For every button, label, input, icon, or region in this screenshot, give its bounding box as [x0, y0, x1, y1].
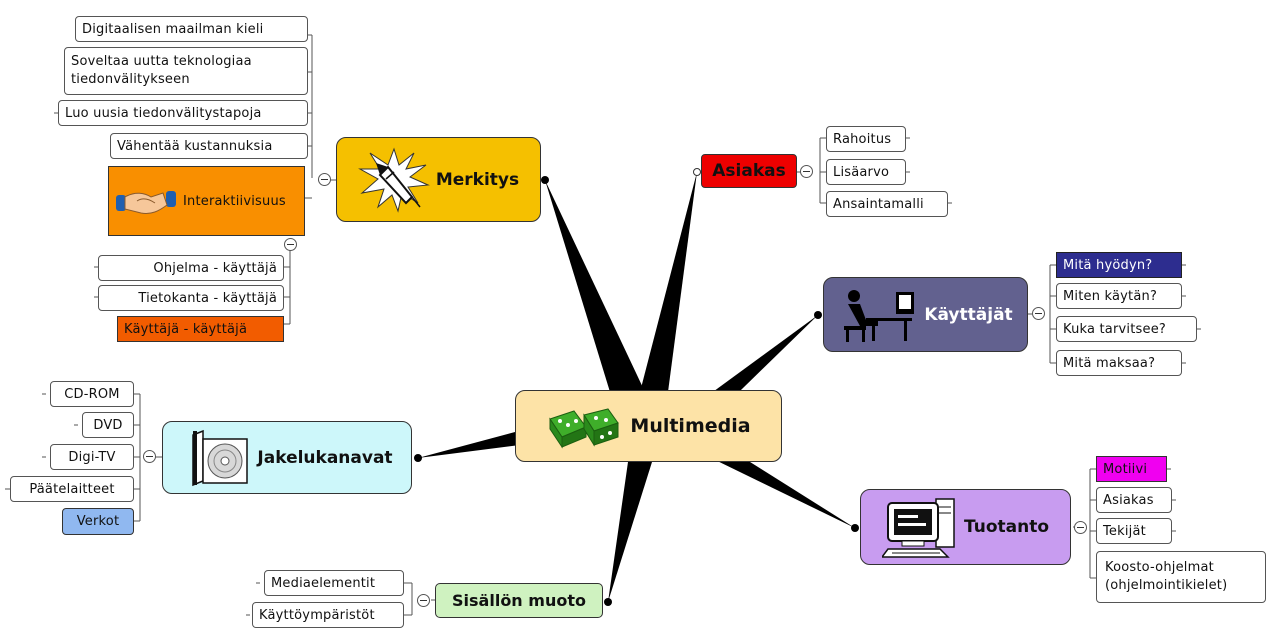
leaf-label: DVD [93, 417, 123, 433]
collapse-sisallon-muoto-button[interactable] [417, 594, 430, 607]
topic-jakelukanavat-label: Jakelukanavat [257, 447, 393, 468]
collapse-tuotanto-button[interactable] [1074, 521, 1087, 534]
leaf-label: Soveltaa uutta teknologiaa tiedonvälityk… [71, 54, 252, 87]
dice-icon [546, 401, 624, 451]
topic-merkitys[interactable]: Merkitys [336, 137, 541, 222]
leaf-label: Mediaelementit [271, 575, 376, 591]
leaf-koosto-ohjelmat[interactable]: Koosto-ohjelmat (ohjelmointikielet) [1096, 551, 1266, 603]
leaf-label: Motiivi [1103, 461, 1148, 477]
topic-tuotanto[interactable]: Tuotanto [860, 489, 1071, 565]
leaf-label: Verkot [76, 514, 120, 529]
leaf-label: Vähentää kustannuksia [117, 138, 273, 154]
topic-kayttajat-label: Käyttäjät [924, 304, 1013, 325]
leaf-label: Käyttäjä - käyttäjä [124, 321, 248, 337]
computer-icon [881, 495, 958, 559]
leaf-label: Rahoitus [833, 131, 892, 147]
leaf-lisaarvo[interactable]: Lisäarvo [826, 159, 906, 185]
leaf-kayttaja-kayttaja[interactable]: Käyttäjä - käyttäjä [117, 316, 284, 342]
leaf-kayttoymparistot[interactable]: Käyttöympäristöt [252, 602, 404, 628]
node-interaktiivisuus[interactable]: Interaktiivisuus [108, 166, 305, 236]
leaf-ansaintamalli[interactable]: Ansaintamalli [826, 191, 948, 217]
leaf-label: Miten käytän? [1063, 288, 1158, 304]
leaf-label: Tekijät [1103, 523, 1146, 539]
leaf-label: Mitä maksaa? [1063, 355, 1156, 371]
leaf-tekijat[interactable]: Tekijät [1096, 518, 1172, 544]
collapse-asiakas-button[interactable] [800, 165, 813, 178]
leaf-miten-kaytan[interactable]: Miten käytän? [1056, 283, 1182, 309]
topic-asiakas-label: Asiakas [712, 161, 786, 181]
leaf-asiakas[interactable]: Asiakas [1096, 487, 1172, 513]
collapse-jakelukanavat-button[interactable] [143, 450, 156, 463]
central-topic[interactable]: Multimedia [515, 390, 782, 462]
leaf-ohjelma-kayttaja[interactable]: Ohjelma - käyttäjä [98, 255, 284, 281]
computer-user-icon [838, 286, 918, 344]
leaf-label: Luo uusia tiedonvälitystapoja [65, 105, 262, 121]
topic-tuotanto-label: Tuotanto [963, 517, 1050, 537]
leaf-paatelaitteet[interactable]: Päätelaitteet [10, 476, 134, 502]
central-topic-label: Multimedia [630, 415, 751, 437]
rocket-icon [357, 146, 430, 213]
leaf-vahentaa-kustannuksia[interactable]: Vähentää kustannuksia [110, 133, 308, 159]
leaf-mita-maksaa[interactable]: Mitä maksaa? [1056, 350, 1182, 376]
leaf-label: Koosto-ohjelmat (ohjelmointikielet) [1105, 560, 1228, 593]
leaf-label: Tietokanta - käyttäjä [138, 290, 277, 306]
leaf-label: CD-ROM [64, 386, 120, 402]
leaf-label: Kuka tarvitsee? [1063, 321, 1166, 337]
topic-asiakas[interactable]: Asiakas [701, 154, 797, 188]
leaf-label: Päätelaitteet [29, 481, 115, 497]
leaf-label: Digi-TV [68, 449, 116, 465]
topic-jakelukanavat[interactable]: Jakelukanavat [162, 421, 412, 494]
leaf-motiivi[interactable]: Motiivi [1096, 456, 1167, 482]
topic-merkitys-label: Merkitys [435, 169, 520, 190]
leaf-mita-hyodyn[interactable]: Mitä hyödyn? [1056, 252, 1182, 278]
leaf-label: Ansaintamalli [833, 196, 924, 212]
leaf-label: Lisäarvo [833, 164, 890, 180]
topic-sisallon-muoto-label: Sisällön muoto [452, 591, 586, 610]
topic-sisallon-muoto[interactable]: Sisällön muoto [435, 583, 603, 618]
leaf-digitaalisen-maailman-kieli[interactable]: Digitaalisen maailman kieli [75, 16, 308, 42]
leaf-rahoitus[interactable]: Rahoitus [826, 126, 906, 152]
leaf-tietokanta-kayttaja[interactable]: Tietokanta - käyttäjä [98, 285, 284, 311]
leaf-luo-uusia-tiedonvalitystapoja[interactable]: Luo uusia tiedonvälitystapoja [58, 100, 308, 126]
cd-case-icon [181, 429, 251, 487]
leaf-cd-rom[interactable]: CD-ROM [50, 381, 134, 407]
leaf-kuka-tarvitsee[interactable]: Kuka tarvitsee? [1056, 316, 1197, 342]
leaf-soveltaa-uutta-teknologiaa[interactable]: Soveltaa uutta teknologiaa tiedonvälityk… [64, 47, 308, 95]
collapse-interaktiivisuus-button[interactable] [284, 238, 297, 251]
leaf-digi-tv[interactable]: Digi-TV [50, 444, 134, 470]
leaf-label: Asiakas [1103, 492, 1154, 508]
leaf-mediaelementit[interactable]: Mediaelementit [264, 570, 404, 596]
leaf-dvd[interactable]: DVD [82, 412, 134, 438]
leaf-verkot[interactable]: Verkot [62, 508, 134, 535]
collapse-merkitys-button[interactable] [318, 173, 331, 186]
leaf-label: Käyttöympäristöt [259, 607, 375, 623]
collapse-kayttajat-button[interactable] [1032, 307, 1045, 320]
leaf-label: Ohjelma - käyttäjä [153, 260, 277, 276]
leaf-label: Digitaalisen maailman kieli [82, 21, 264, 37]
leaf-label: Mitä hyödyn? [1063, 257, 1153, 273]
handshake-icon [115, 183, 177, 219]
topic-kayttajat[interactable]: Käyttäjät [823, 277, 1028, 352]
node-interaktiivisuus-label: Interaktiivisuus [183, 193, 286, 209]
